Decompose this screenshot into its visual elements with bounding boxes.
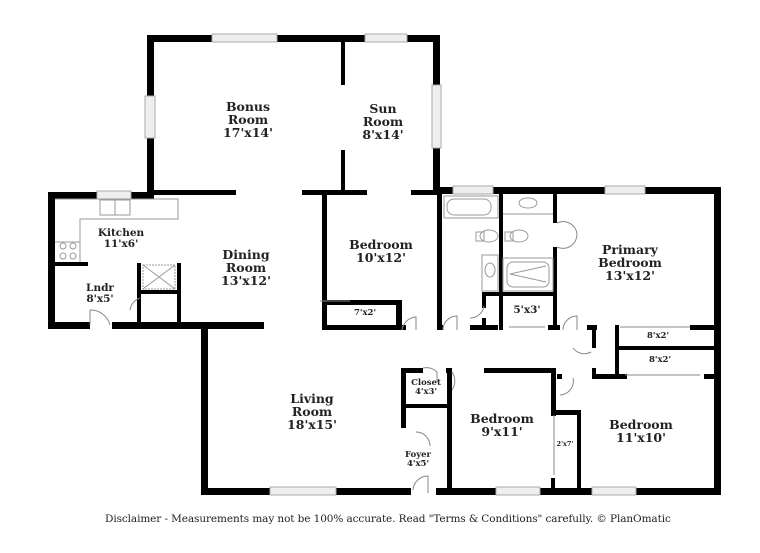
room-kitchen-name: Kitchen — [97, 227, 145, 239]
room-bedroom-3-dim: 11'x10' — [616, 430, 666, 446]
room-bath-closet: 5'x3' — [513, 304, 541, 316]
room-bedroom-1-name: Bedroom — [349, 237, 413, 252]
room-dining-dim: 13'x12' — [221, 273, 271, 289]
room-foyer: Foyer 4'x5' — [405, 451, 431, 469]
room-bath-closet-dim: 5'x3' — [513, 304, 541, 316]
room-closet-name: Closet — [411, 378, 441, 388]
room-closet: Closet 4'x3' — [411, 379, 441, 397]
room-primary-closet-2-dim: 8'x2' — [648, 355, 672, 365]
room-bedroom-2: Bedroom 9'x11' — [470, 412, 534, 438]
room-primary-closet-1-dim: 8'x2' — [646, 331, 670, 341]
room-laundry-dim: 8'x5' — [86, 293, 114, 306]
room-living-line2: Room — [291, 404, 333, 420]
room-sun-line2: Room — [362, 114, 404, 130]
room-bedroom-1-closet-dim: 7'x2' — [353, 308, 377, 318]
interior-walls — [55, 42, 714, 493]
room-bedroom-1-closet: 7'x2' — [354, 309, 376, 318]
room-bonus: Bonus Room 17'x14' — [223, 99, 273, 141]
room-primary-closet-2: 8'x2' — [649, 356, 671, 365]
room-kitchen-dim: 11'x6' — [103, 238, 139, 251]
room-sun-dim: 8'x14' — [362, 127, 404, 143]
windows — [96, 33, 646, 496]
room-foyer-name: Foyer — [404, 450, 432, 460]
room-bonus-dim: 17'x14' — [223, 125, 273, 141]
fixtures — [55, 195, 554, 292]
room-living: Living Room 18'x15' — [287, 391, 337, 433]
room-kitchen: Kitchen 11'x6' — [97, 227, 145, 251]
room-dining: Dining Room 13'x12' — [221, 247, 271, 289]
room-dining-line2: Room — [225, 260, 267, 276]
room-bedroom-2-closet: 2'x7' — [557, 441, 574, 448]
room-bonus-line2: Room — [227, 112, 269, 128]
room-primary-line1: Primary — [602, 242, 658, 257]
doors — [89, 221, 700, 493]
room-bonus-line1: Bonus — [225, 99, 271, 114]
room-bedroom-2-name: Bedroom — [470, 411, 534, 426]
room-bedroom-2-dim: 9'x11' — [481, 424, 523, 440]
room-bedroom-1-dim: 10'x12' — [356, 250, 406, 266]
room-foyer-dim: 4'x5' — [406, 458, 430, 469]
room-bedroom-1: Bedroom 10'x12' — [349, 238, 413, 264]
room-sun: Sun Room 8'x14' — [362, 101, 404, 143]
room-bedroom-3: Bedroom 11'x10' — [609, 418, 673, 444]
room-primary-bedroom: Primary Bedroom 13'x12' — [598, 242, 662, 284]
room-living-dim: 18'x15' — [287, 417, 337, 433]
disclaimer-text: Disclaimer - Measurements may not be 100… — [105, 513, 671, 525]
room-primary-dim: 13'x12' — [605, 268, 655, 284]
room-closet-dim: 4'x3' — [414, 386, 438, 397]
room-bedroom-2-closet-dim: 2'x7' — [556, 440, 574, 448]
room-primary-closet-1: 8'x2' — [647, 332, 669, 341]
room-laundry-name: Lndr — [86, 282, 114, 294]
room-laundry: Lndr 8'x5' — [86, 282, 114, 306]
room-sun-line1: Sun — [369, 101, 397, 116]
room-living-line1: Living — [290, 391, 334, 406]
room-dining-line1: Dining — [222, 247, 270, 262]
room-bedroom-3-name: Bedroom — [609, 417, 673, 432]
room-primary-line2: Bedroom — [598, 255, 662, 271]
